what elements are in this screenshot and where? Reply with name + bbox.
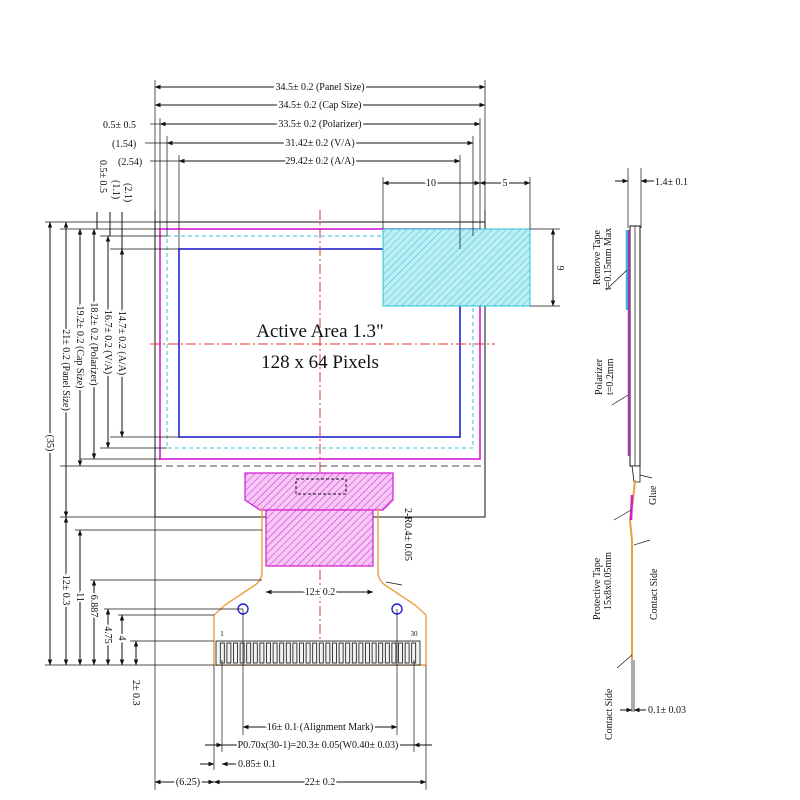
contact-finger bbox=[285, 642, 291, 664]
side-polarizer-thickness: t=0.2mm bbox=[605, 358, 616, 395]
side-remove-tape-label: Remove Tape bbox=[592, 230, 603, 285]
dim-left-polarizer: 18.2± 0.2 (Polarizer) bbox=[88, 302, 99, 385]
dim-offset-05: 0.5± 0.5 bbox=[103, 120, 136, 131]
contact-finger bbox=[358, 642, 364, 664]
dim-neck-width: 12± 0.2 bbox=[305, 587, 336, 598]
active-area-pixels: 128 x 64 Pixels bbox=[261, 352, 379, 373]
dim-left-fpc: 12± 0.3 bbox=[60, 575, 71, 606]
side-view: 1.4± 0.1 Remove Tape t=0.15mm Max Polari… bbox=[592, 168, 688, 740]
pin-1-label: 1 bbox=[220, 630, 224, 638]
dim-left-11: 11 bbox=[74, 592, 85, 602]
side-glue-label: Glue bbox=[648, 485, 659, 505]
contact-finger bbox=[226, 642, 232, 664]
contact-finger bbox=[404, 642, 410, 664]
contact-finger bbox=[246, 642, 252, 664]
contact-finger bbox=[345, 642, 351, 664]
dim-left-4: 4 bbox=[116, 636, 127, 641]
contact-finger bbox=[391, 642, 397, 664]
side-glue bbox=[631, 465, 641, 483]
dim-polarizer: 33.5± 0.2 (Polarizer) bbox=[278, 119, 361, 130]
side-protective-tape-size: 15x8x0.05mm bbox=[603, 552, 614, 610]
dim-left-offset: (6.25) bbox=[176, 777, 200, 788]
dim-left-panel: 21± 0.2 (Panel Size) bbox=[60, 329, 71, 411]
contact-finger bbox=[292, 642, 298, 664]
driver-ic bbox=[295, 478, 347, 495]
dim-tape-10: 10 bbox=[426, 178, 436, 189]
dim-fpc-width: 22± 0.2 bbox=[305, 777, 336, 788]
dim-panel-size: 34.5± 0.2 (Panel Size) bbox=[275, 82, 364, 93]
ic-bond-area bbox=[244, 472, 394, 511]
contact-pins bbox=[215, 640, 421, 666]
fpc-neck bbox=[265, 509, 374, 567]
dim-v11: (1.1) bbox=[110, 180, 121, 199]
contact-finger bbox=[365, 642, 370, 664]
dim-left-6887: 6.887 bbox=[88, 595, 99, 618]
dim-left-aa: 14.7± 0.2 (A/A) bbox=[116, 311, 127, 375]
dim-left-total: (35) bbox=[44, 435, 55, 452]
side-thickness: 1.4± 0.1 bbox=[655, 177, 688, 188]
contact-finger bbox=[332, 642, 337, 664]
dim-pitch: P0.70x(30-1)=20.3± 0.05(W0.40± 0.03) bbox=[238, 740, 399, 751]
bottom-dimensions: 12± 0.2 2-R0.4± 0.05 16± 0.1 (Alignment … bbox=[154, 508, 432, 790]
side-protective-tape-label: Protective Tape bbox=[592, 557, 603, 620]
dim-left-475: 4.75 bbox=[102, 626, 113, 644]
left-dimensions: 0.5± 0.5 (1.1) (2.1) 14.7± 0.2 (A/A) 16.… bbox=[42, 160, 262, 706]
side-polarizer-label: Polarizer bbox=[594, 358, 605, 395]
dim-v05: 0.5± 0.5 bbox=[97, 160, 108, 193]
contact-finger bbox=[279, 642, 285, 664]
front-view: Active Area 1.3" 128 x 64 Pixels 1 30 bbox=[150, 210, 531, 666]
dim-tape-5: 5 bbox=[503, 178, 508, 189]
dim-alignment: 16± 0.1 (Alignment Mark) bbox=[267, 722, 374, 733]
dim-left-va: 16.7± 0.2 (V/A) bbox=[102, 310, 113, 374]
contact-finger bbox=[351, 642, 357, 664]
side-remove-tape-thickness: t=0.15mm Max bbox=[603, 228, 614, 290]
dim-tape-9: 9 bbox=[554, 266, 565, 271]
contact-finger bbox=[252, 642, 258, 664]
contact-finger bbox=[272, 642, 278, 664]
active-area-title: Active Area 1.3" bbox=[256, 321, 384, 342]
dim-offset-154: (1.54) bbox=[112, 139, 136, 150]
contact-finger bbox=[312, 642, 318, 664]
pin-30-label: 30 bbox=[411, 630, 419, 638]
dim-va: 31.42± 0.2 (V/A) bbox=[285, 138, 354, 149]
contact-finger bbox=[378, 642, 384, 664]
contact-pad-area bbox=[215, 640, 421, 666]
side-fpc bbox=[628, 479, 636, 660]
dim-left-cap: 19.2± 0.2 (Cap Size) bbox=[74, 306, 85, 389]
contact-finger bbox=[239, 642, 245, 664]
contact-finger bbox=[233, 642, 238, 664]
contact-finger bbox=[305, 642, 311, 664]
dim-offset-254: (2.54) bbox=[118, 157, 142, 168]
dim-edge: 0.85± 0.1 bbox=[238, 759, 276, 770]
contact-finger bbox=[299, 642, 304, 664]
side-contact-side-lower: Contact Side bbox=[604, 688, 615, 740]
dim-left-2: 2± 0.3 bbox=[130, 680, 141, 706]
contact-finger bbox=[384, 642, 390, 664]
top-dimensions: 34.5± 0.2 (Panel Size) 34.5± 0.2 (Cap Si… bbox=[103, 80, 565, 307]
side-contact-side-upper: Contact Side bbox=[649, 568, 660, 620]
dim-aa: 29.42± 0.2 (A/A) bbox=[285, 156, 354, 167]
contact-finger bbox=[266, 642, 271, 664]
contact-finger bbox=[398, 642, 403, 664]
side-fpc-thickness: 0.1± 0.03 bbox=[648, 705, 686, 716]
dim-v21: (2.1) bbox=[122, 183, 133, 202]
contact-finger bbox=[338, 642, 344, 664]
contact-finger bbox=[318, 642, 324, 664]
dim-radius: 2-R0.4± 0.05 bbox=[402, 508, 413, 561]
remove-tape-area bbox=[382, 228, 531, 307]
contact-finger bbox=[259, 642, 265, 664]
contact-finger bbox=[325, 642, 331, 664]
contact-finger bbox=[371, 642, 377, 664]
dim-cap-size: 34.5± 0.2 (Cap Size) bbox=[279, 100, 362, 111]
